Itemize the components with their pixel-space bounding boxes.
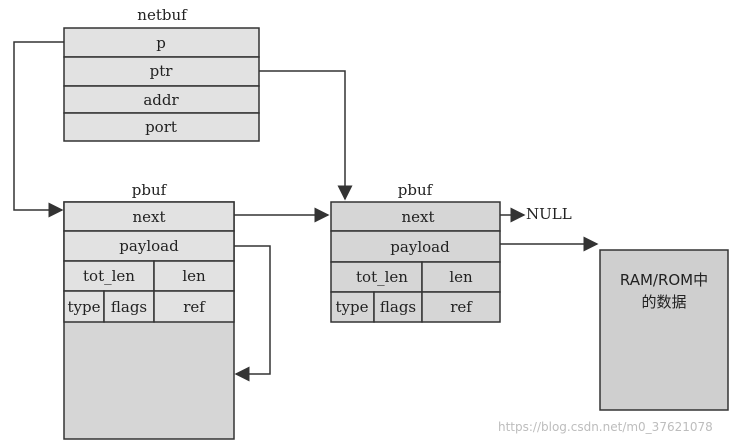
pbuf-left-len: len — [182, 267, 206, 285]
watermark-text: https://blog.csdn.net/m0_37621078 — [498, 420, 713, 434]
pbuf-right-next: next — [401, 208, 434, 226]
pbuf-left-next: next — [132, 208, 165, 226]
pbuf-right-totlen: tot_len — [356, 268, 408, 286]
pbuf-left-payload: payload — [119, 237, 179, 255]
ram-rom-data-block: RAM/ROM中 的数据 — [599, 249, 729, 411]
pbuf-right-ref-box — [421, 291, 501, 323]
ram-rom-line1: RAM/ROM中 — [620, 271, 708, 289]
pbuf-left-flags: flags — [111, 298, 147, 316]
pbuf-right-type-box — [330, 291, 375, 323]
pbuf-left-totlen-box — [63, 260, 155, 292]
pbuf-right-payload-box — [330, 230, 501, 263]
netbuf-field-p: p — [156, 34, 166, 52]
pbuf-right: pbuf next payload tot_len len type flags… — [330, 181, 501, 323]
ram-rom-box — [599, 249, 729, 411]
pbuf-right-title: pbuf — [398, 181, 434, 199]
arrow-left-payload-to-left-data — [234, 245, 271, 382]
netbuf-struct: netbuf p ptr addr port — [63, 6, 260, 142]
pbuf-right-payload: payload — [390, 238, 450, 256]
pbuf-left-next-box — [63, 201, 235, 232]
pbuf-left-type-box — [63, 290, 105, 323]
pbuf-right-flags: flags — [380, 298, 416, 316]
netbuf-field-port: port — [145, 118, 177, 136]
null-label: NULL — [526, 205, 572, 223]
pbuf-left-ref-box — [153, 290, 235, 323]
pbuf-right-type: type — [336, 298, 369, 316]
arrow-netbuf-p-to-pbuf-left — [13, 41, 64, 218]
netbuf-field-ptr: ptr — [150, 62, 174, 80]
pbuf-right-len: len — [449, 268, 473, 286]
pbuf-left-ref: ref — [183, 298, 206, 316]
pbuf-left-type: type — [68, 298, 101, 316]
netbuf-title: netbuf — [137, 6, 188, 24]
pbuf-right-ref: ref — [450, 298, 473, 316]
ram-rom-line2: 的数据 — [641, 293, 686, 311]
pbuf-left: pbuf next payload tot_len len type flags… — [63, 181, 235, 440]
arrow-netbuf-ptr-to-pbuf-right — [259, 70, 353, 201]
pbuf-left-totlen: tot_len — [83, 267, 135, 285]
netbuf-field-ptr-box — [63, 56, 260, 87]
netbuf-field-addr: addr — [143, 91, 179, 109]
netbuf-field-port-box — [63, 112, 260, 142]
pbuf-left-title: pbuf — [132, 181, 168, 199]
pbuf-right-len-box — [421, 261, 501, 293]
